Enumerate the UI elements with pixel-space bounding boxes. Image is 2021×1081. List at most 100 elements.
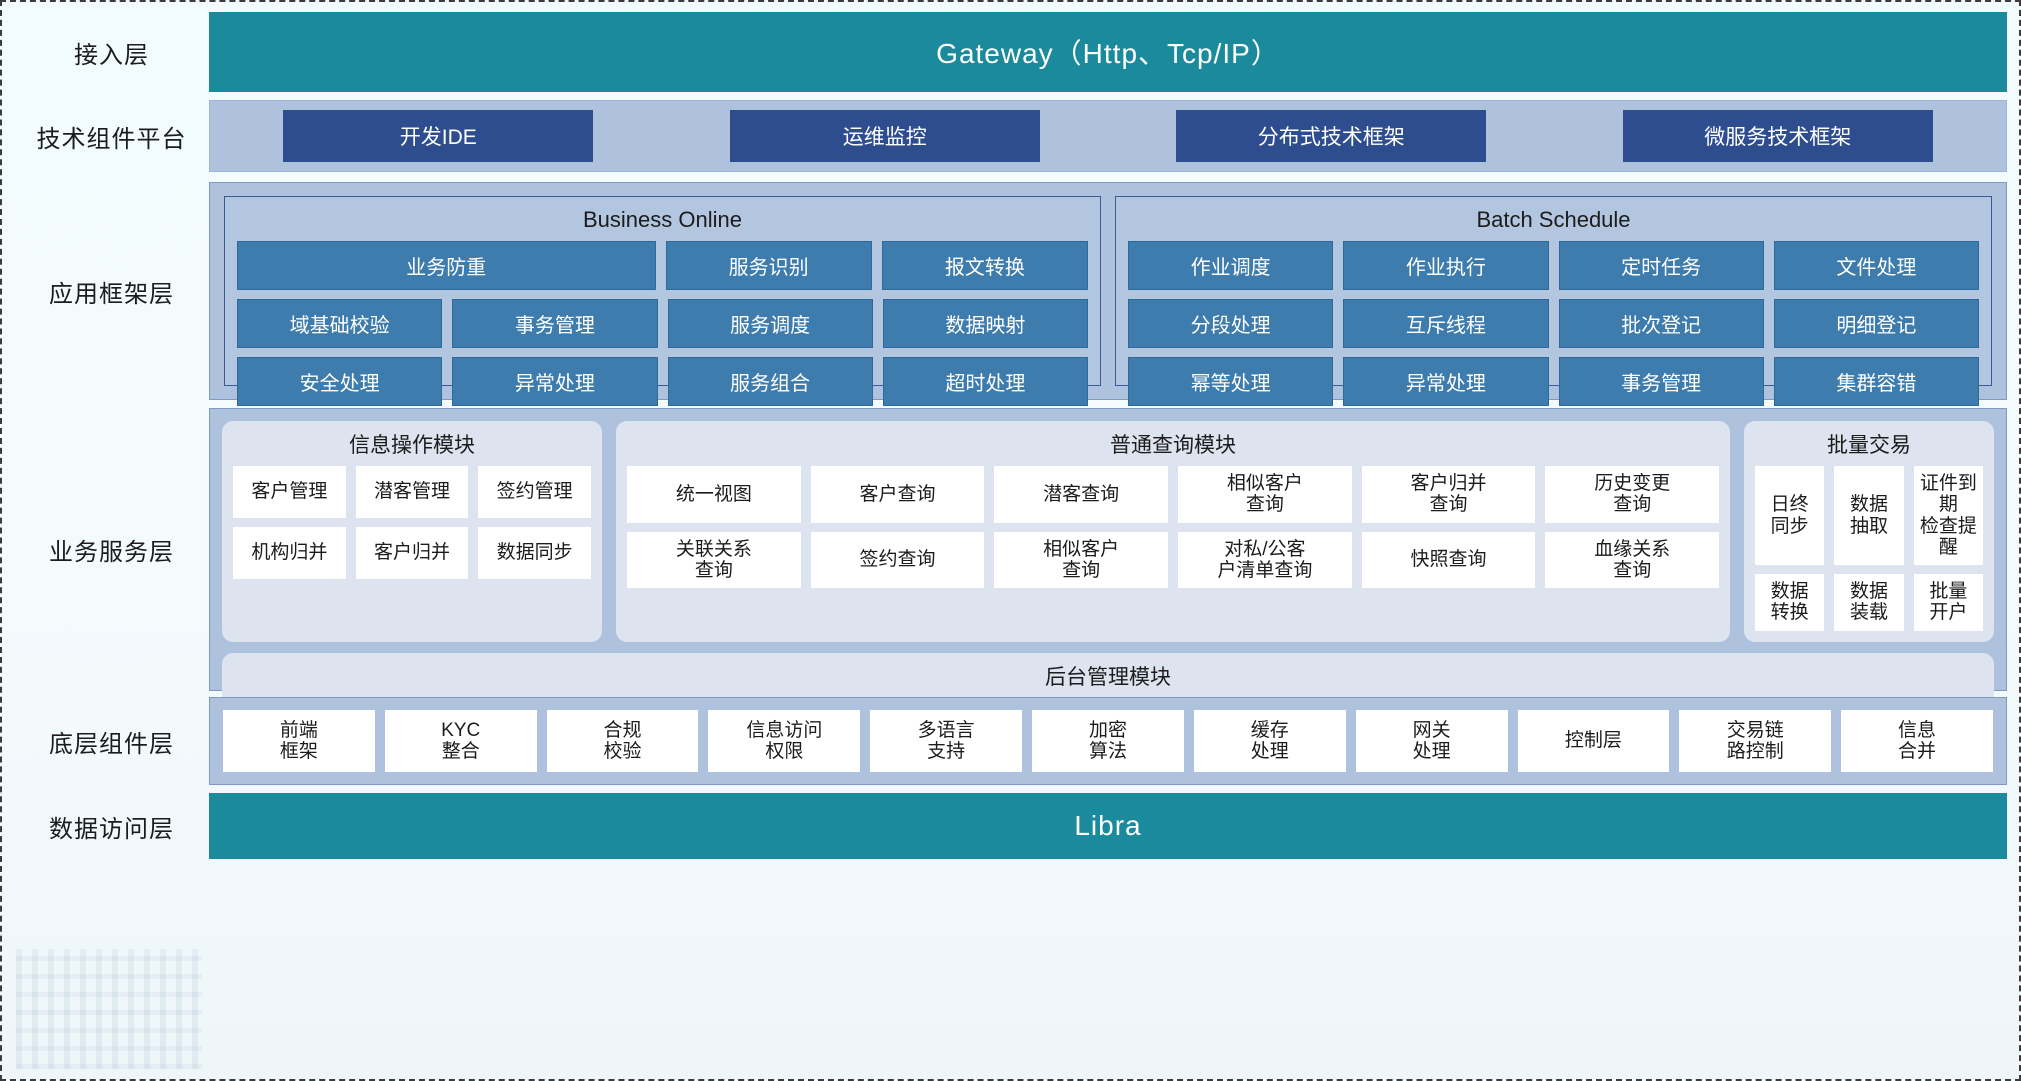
- fw-chip-transaction-mgmt-batch[interactable]: 事务管理: [1558, 357, 1764, 406]
- box-info-access-permission[interactable]: 信息访问 权限: [708, 710, 861, 772]
- box-retail-corporate-list-query[interactable]: 对私/公客 户清单查询: [1178, 531, 1352, 589]
- box-data-sync[interactable]: 数据同步: [478, 527, 592, 579]
- module-row: 数据 转换 数据 装载 批量 开户: [1755, 574, 1983, 631]
- box-control-layer[interactable]: 控制层: [1517, 710, 1670, 772]
- module-row: 关联关系 查询 签约查询 相似客户 查询 对私/公客 户清单查询 快照查询 血缘…: [627, 531, 1720, 589]
- box-gateway-handling[interactable]: 网关 处理: [1355, 710, 1508, 772]
- box-customer-management[interactable]: 客户管理: [233, 466, 346, 518]
- box-encryption-algorithm[interactable]: 加密 算法: [1032, 710, 1184, 772]
- fw-chip-service-schedule[interactable]: 服务调度: [667, 299, 873, 348]
- fw-chip-batch-registration[interactable]: 批次登记: [1558, 299, 1764, 348]
- framework-row: 分段处理 互斥线程 批次登记 明细登记: [1128, 299, 1979, 348]
- box-snapshot-query[interactable]: 快照查询: [1361, 531, 1536, 589]
- tech-chip-ops-monitor[interactable]: 运维监控: [729, 110, 1040, 162]
- fw-chip-idempotent-handling[interactable]: 幂等处理: [1128, 357, 1334, 406]
- tech-chip-distributed-framework[interactable]: 分布式技术框架: [1176, 110, 1487, 162]
- box-cache-handling[interactable]: 缓存 处理: [1193, 710, 1346, 772]
- fw-chip-cluster-fault-tolerance[interactable]: 集群容错: [1773, 357, 1979, 406]
- box-customer-merge[interactable]: 客户归并: [355, 527, 469, 579]
- layer-tech-platform: 技术组件平台 开发IDE 运维监控 分布式技术框架 微服务技术框架: [14, 100, 2007, 172]
- framework-group-batch-schedule: Batch Schedule 作业调度 作业执行 定时任务 文件处理 分段处理 …: [1115, 196, 1992, 406]
- box-kyc-integration[interactable]: KYC 整合: [384, 710, 537, 772]
- fw-chip-detail-registration[interactable]: 明细登记: [1773, 299, 1979, 348]
- fw-chip-data-mapping[interactable]: 数据映射: [882, 299, 1088, 348]
- fw-chip-message-convert[interactable]: 报文转换: [881, 241, 1088, 290]
- layer-app-framework: 应用框架层 Business Online 业务防重 服务识别 报文转换 域基础…: [14, 182, 2007, 406]
- framework-row: 安全处理 异常处理 服务组合 超时处理: [237, 357, 1088, 406]
- box-eod-sync[interactable]: 日终 同步: [1755, 466, 1825, 566]
- fw-chip-segment-processing[interactable]: 分段处理: [1128, 299, 1334, 348]
- module-general-query: 普通查询模块 统一视图 客户查询 潜客查询 相似客户 查询 客户归并 查询 历史…: [616, 421, 1730, 642]
- box-data-load[interactable]: 数据 装载: [1834, 574, 1904, 631]
- box-contract-query[interactable]: 签约查询: [810, 531, 985, 589]
- box-similar-customer-query[interactable]: 相似客户 查询: [1178, 466, 1352, 523]
- group-title-business-online: Business Online: [583, 207, 742, 232]
- tech-chip-ide[interactable]: 开发IDE: [283, 110, 594, 162]
- framework-row: 幂等处理 异常处理 事务管理 集群容错: [1128, 357, 1979, 406]
- box-multilingual-support[interactable]: 多语言 支持: [870, 710, 1023, 772]
- box-data-transform[interactable]: 数据 转换: [1755, 574, 1825, 631]
- fw-chip-job-schedule[interactable]: 作业调度: [1128, 241, 1334, 290]
- box-transaction-link-control[interactable]: 交易链 路控制: [1679, 710, 1832, 772]
- box-customer-merge-query[interactable]: 客户归并 查询: [1361, 466, 1536, 523]
- layer-label-tech-platform: 技术组件平台: [36, 125, 187, 153]
- box-relationship-query[interactable]: 关联关系 查询: [627, 531, 801, 589]
- fw-chip-mutex-thread[interactable]: 互斥线程: [1343, 299, 1549, 348]
- box-history-change-query[interactable]: 历史变更 查询: [1545, 466, 1720, 523]
- framework-row: 业务防重 服务识别 报文转换: [237, 241, 1088, 290]
- layer-label-access: 接入层: [74, 41, 149, 69]
- box-similar-customer-query-2[interactable]: 相似客户 查询: [994, 531, 1169, 589]
- module-row: 机构归并 客户归并 数据同步: [233, 527, 592, 579]
- module-info-operations: 信息操作模块 客户管理 潜客管理 签约管理 机构归并 客户归并 数据同步: [222, 421, 602, 642]
- box-contract-management[interactable]: 签约管理: [478, 466, 592, 518]
- module-title-info-operations: 信息操作模块: [349, 434, 475, 457]
- box-compliance-validation[interactable]: 合规 校验: [546, 710, 699, 772]
- tech-chip-microservice-framework[interactable]: 微服务技术框架: [1622, 110, 1933, 162]
- framework-row: 作业调度 作业执行 定时任务 文件处理: [1128, 241, 1979, 290]
- fw-chip-exception-handling-batch[interactable]: 异常处理: [1343, 357, 1549, 406]
- box-org-merge[interactable]: 机构归并: [233, 527, 346, 579]
- fw-chip-service-composition[interactable]: 服务组合: [667, 357, 873, 406]
- fw-chip-domain-validation[interactable]: 域基础校验: [237, 299, 443, 348]
- box-data-extract[interactable]: 数据 抽取: [1834, 466, 1904, 566]
- module-title-general-query: 普通查询模块: [1110, 434, 1236, 457]
- business-service-band: 信息操作模块 客户管理 潜客管理 签约管理 机构归并 客户归并 数据同步: [209, 408, 2007, 766]
- box-prospect-management[interactable]: 潜客管理: [355, 466, 469, 518]
- fw-chip-business-dedup[interactable]: 业务防重: [237, 241, 656, 290]
- layer-label-app-framework: 应用框架层: [49, 280, 174, 308]
- box-customer-query[interactable]: 客户查询: [810, 466, 985, 523]
- gateway-bar[interactable]: Gateway（Http、Tcp/IP）: [209, 12, 2007, 92]
- fw-chip-exception-handling[interactable]: 异常处理: [452, 357, 658, 406]
- layer-business-service: 业务服务层 信息操作模块 客户管理 潜客管理 签约管理: [14, 408, 2007, 766]
- layer-access: 接入层 Gateway（Http、Tcp/IP）: [14, 12, 2007, 92]
- fw-chip-timed-task[interactable]: 定时任务: [1558, 241, 1764, 290]
- module-row: 统一视图 客户查询 潜客查询 相似客户 查询 客户归并 查询 历史变更 查询: [627, 466, 1720, 523]
- fw-chip-job-execute[interactable]: 作业执行: [1343, 241, 1549, 290]
- base-components-band: 前端 框架 KYC 整合 合规 校验 信息访问 权限 多语言 支持 加密 算法 …: [209, 697, 2007, 785]
- app-framework-band: Business Online 业务防重 服务识别 报文转换 域基础校验 事务管…: [209, 182, 2007, 406]
- layer-base-components: 底层组件层 前端 框架 KYC 整合 合规 校验 信息访问 权限 多语言 支持 …: [14, 697, 2007, 785]
- fw-chip-file-handling[interactable]: 文件处理: [1773, 241, 1979, 290]
- box-prospect-query[interactable]: 潜客查询: [994, 466, 1169, 523]
- box-certificate-expiry-reminder[interactable]: 证件到期 检查提醒: [1913, 466, 1983, 566]
- layer-label-business-service: 业务服务层: [49, 539, 174, 566]
- module-title-batch-transaction: 批量交易: [1827, 434, 1911, 457]
- background-texture: [16, 949, 202, 1069]
- fw-chip-service-identify[interactable]: 服务识别: [665, 241, 872, 290]
- box-lineage-query[interactable]: 血缘关系 查询: [1545, 531, 1720, 589]
- fw-chip-timeout-handling[interactable]: 超时处理: [882, 357, 1088, 406]
- libra-bar[interactable]: Libra: [209, 793, 2007, 859]
- box-batch-account-opening[interactable]: 批量 开户: [1913, 574, 1983, 631]
- module-batch-transaction: 批量交易 日终 同步 数据 抽取 证件到期 检查提醒 数据 转换 数据 装载 批…: [1744, 421, 1994, 642]
- box-info-merge[interactable]: 信息 合并: [1841, 710, 1993, 772]
- box-frontend-framework[interactable]: 前端 框架: [223, 710, 375, 772]
- module-title-backend-admin: 后台管理模块: [1045, 665, 1171, 689]
- framework-row: 域基础校验 事务管理 服务调度 数据映射: [237, 299, 1088, 348]
- fw-chip-transaction-mgmt[interactable]: 事务管理: [452, 299, 658, 348]
- group-title-batch-schedule: Batch Schedule: [1476, 207, 1631, 232]
- box-unified-view[interactable]: 统一视图: [627, 466, 801, 523]
- framework-group-business-online: Business Online 业务防重 服务识别 报文转换 域基础校验 事务管…: [224, 196, 1101, 406]
- layer-data-access: 数据访问层 Libra: [14, 793, 2007, 859]
- fw-chip-security-handling[interactable]: 安全处理: [237, 357, 443, 406]
